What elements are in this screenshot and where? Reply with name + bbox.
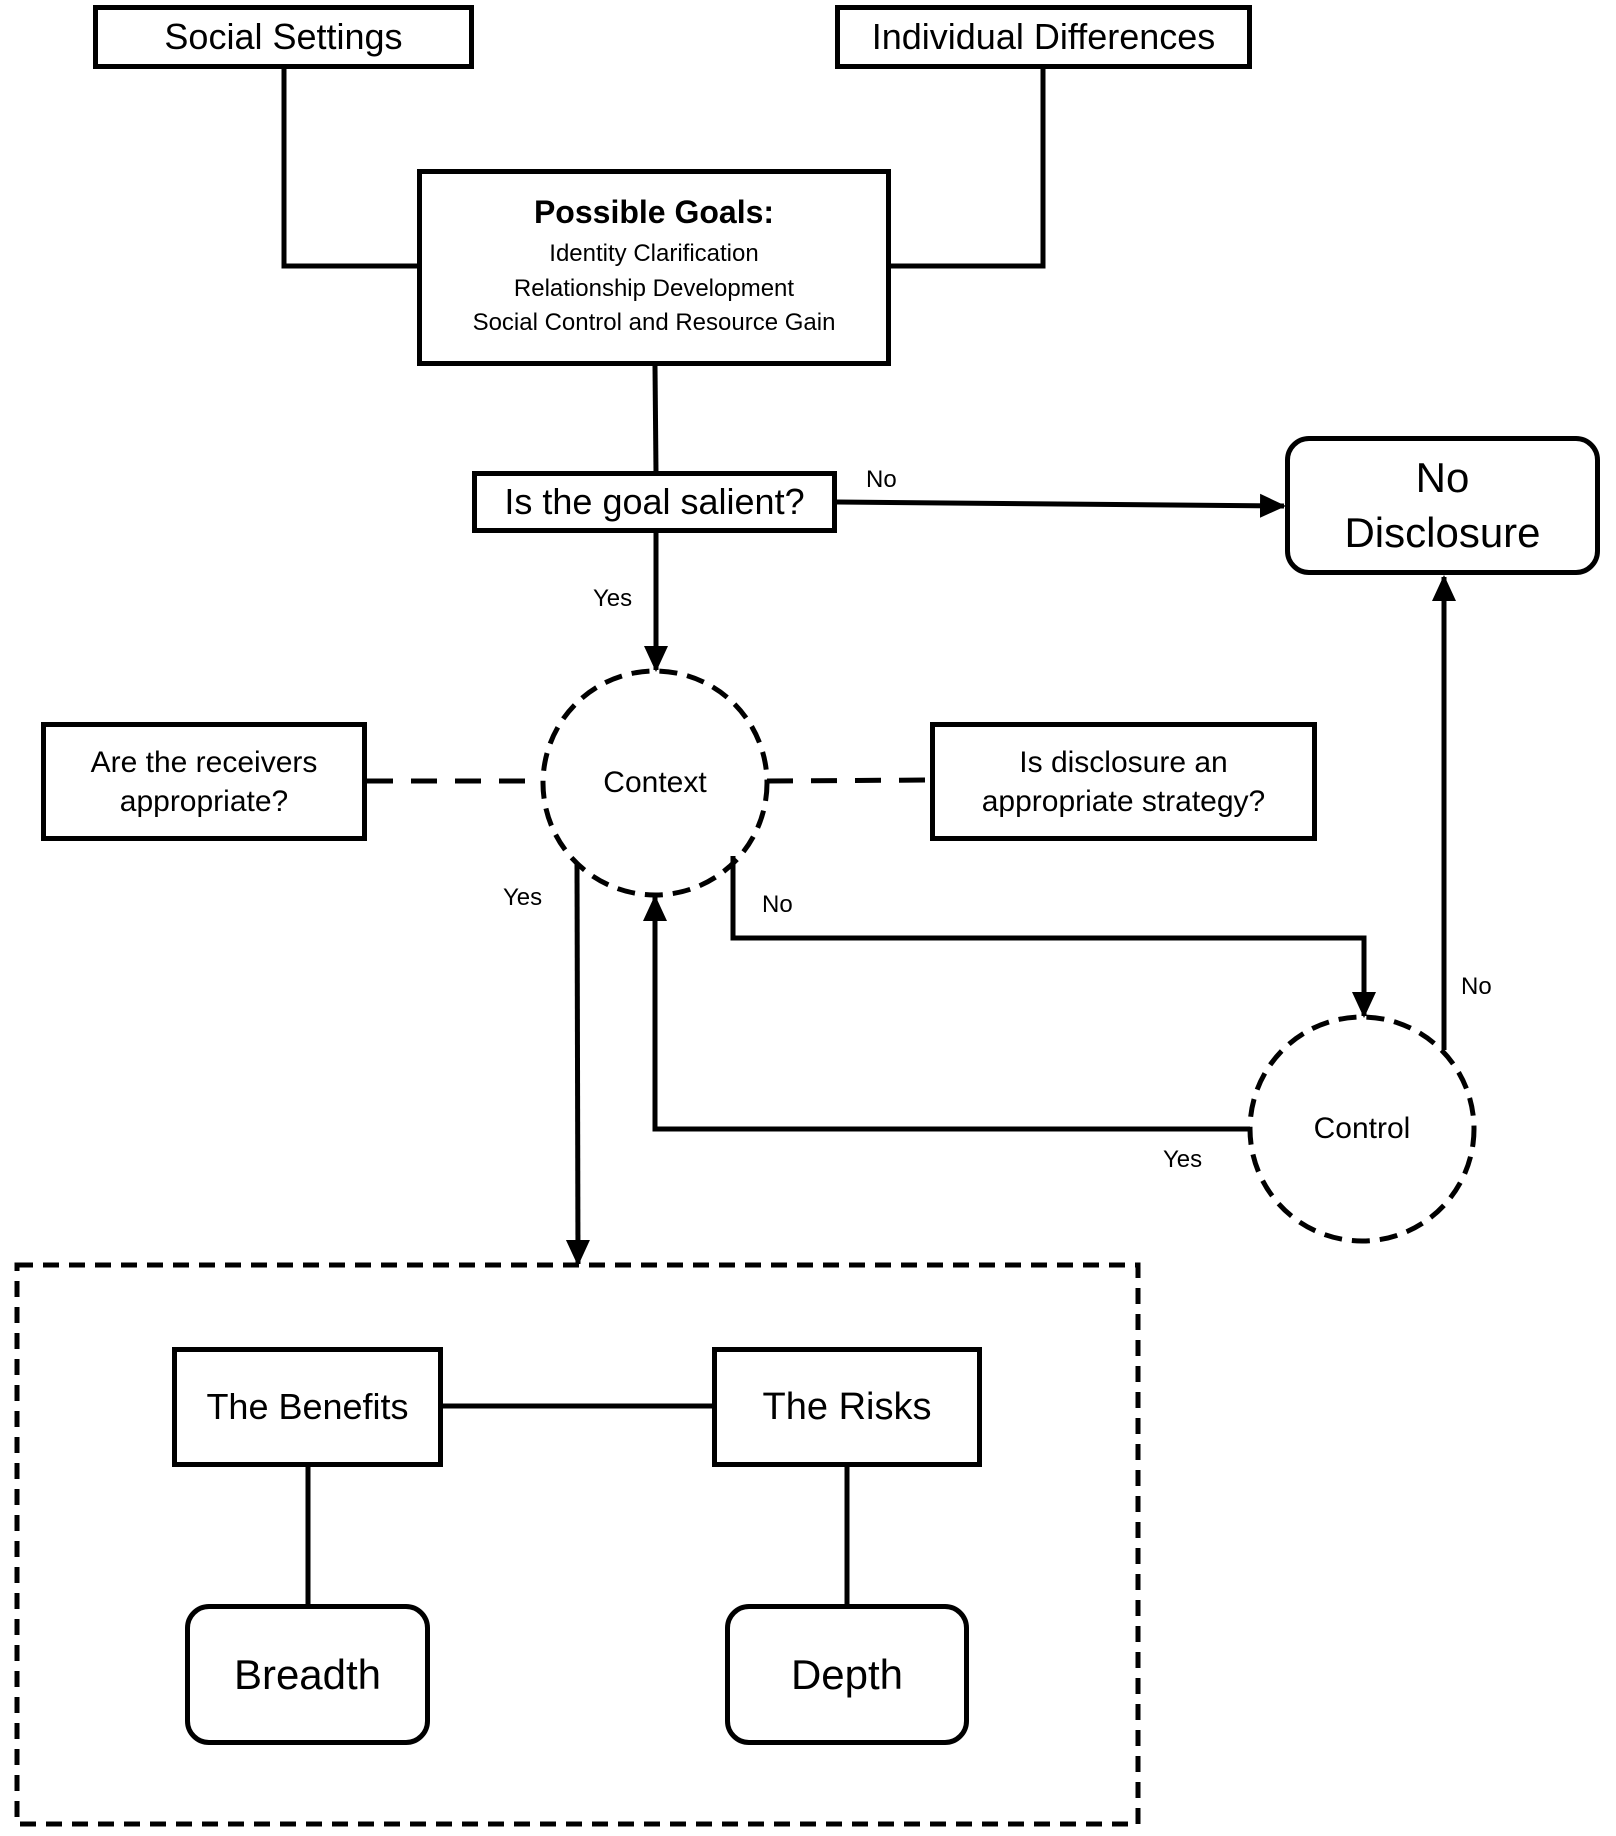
goal-salient-label: Is the goal salient? [504,481,805,522]
risks-label: The Risks [762,1385,932,1428]
edge-label-control-no: No [1461,973,1492,1000]
no-disclosure-line-1: No [1415,453,1470,501]
arrow-salient-no-to-no-disclosure [836,493,1286,518]
goal-item: Relationship Development [513,274,795,302]
goal-item: Social Control and Resource Gain [472,309,836,337]
edge-label-salient-no: No [866,466,897,493]
individual-differences-label: Individual Differences [871,16,1216,57]
risks-box: The Risks [712,1347,982,1467]
connector-goals-to-salient [652,365,659,474]
possible-goals-box: Possible Goals: Identity Clarification R… [417,169,891,366]
strategy-appropriate-line-1: Is disclosure an [1019,745,1228,779]
no-disclosure-box: No Disclosure [1285,436,1600,575]
social-settings-label: Social Settings [164,16,403,57]
depth-box: Depth [725,1604,969,1745]
connector-social-settings-to-goals [281,69,419,269]
arrow-context-no-to-control [730,856,1376,1018]
goal-item: Identity Clarification [549,239,759,267]
arrow-context-yes-to-evaluation [565,861,590,1266]
edge-label-context-no: No [762,891,793,918]
possible-goals-title: Possible Goals: [533,193,775,230]
arrow-control-yes-to-context [643,895,1250,1132]
benefits-label: The Benefits [206,1386,409,1427]
connector-individual-differences-to-goals [889,69,1046,269]
edge-label-control-yes: Yes [1163,1146,1203,1173]
goal-salient-box: Is the goal salient? [472,471,837,533]
individual-differences-box: Individual Differences [835,5,1252,69]
breadth-box: Breadth [185,1604,430,1745]
connector-context-to-strategy [766,777,931,784]
breadth-label: Breadth [233,1650,382,1698]
receivers-appropriate-line-2: appropriate? [119,784,289,818]
context-label: Context [603,766,707,799]
evaluation-group-dashed-box [14,1262,1141,1827]
social-settings-box: Social Settings [93,5,474,69]
edge-label-salient-yes: Yes [593,585,633,612]
control-label: Control [1313,1112,1411,1145]
no-disclosure-line-2: Disclosure [1344,508,1541,556]
receivers-appropriate-line-1: Are the receivers [90,745,318,779]
edge-label-context-yes: Yes [503,884,543,911]
receivers-appropriate-box: Are the receivers appropriate? [41,722,367,841]
depth-label: Depth [790,1650,904,1698]
benefits-box: The Benefits [172,1347,443,1467]
strategy-appropriate-box: Is disclosure an appropriate strategy? [930,722,1317,841]
strategy-appropriate-line-2: appropriate strategy? [981,784,1266,818]
